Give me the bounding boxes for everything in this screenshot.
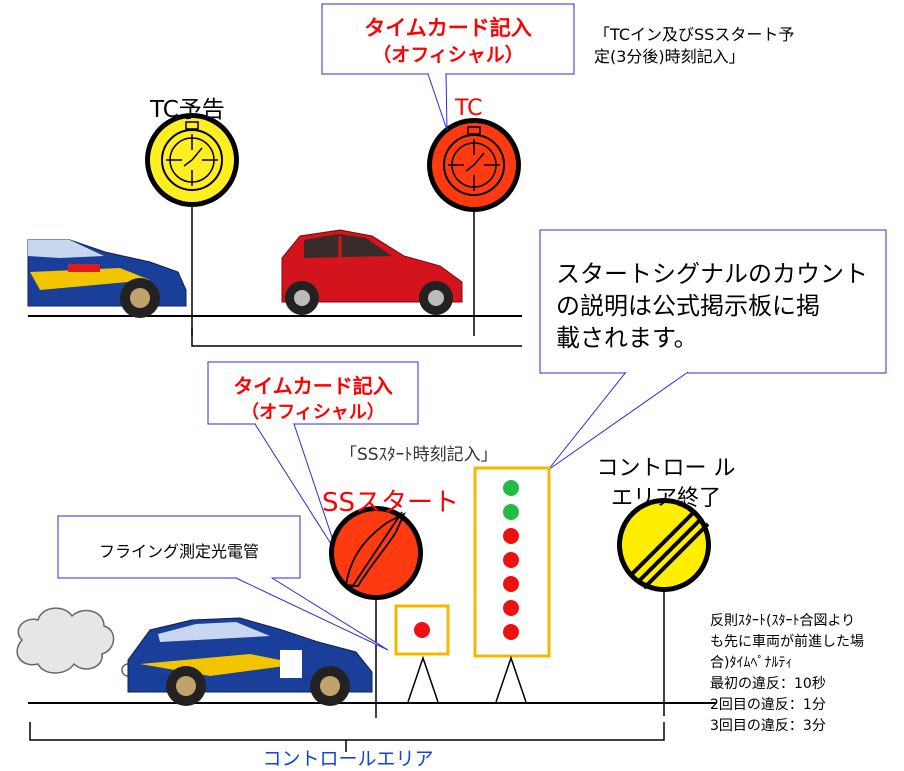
tc-label: TC bbox=[455, 96, 483, 121]
red-hatchback-car bbox=[281, 229, 463, 315]
rally-car-top-left bbox=[27, 239, 187, 318]
tc-notice-sign bbox=[145, 113, 239, 207]
penalty-line3: 合)ﾀｲﾑﾍﾟﾅﾙﾃｨ bbox=[710, 655, 793, 671]
ss-start-sign bbox=[329, 506, 423, 600]
penalty-note: 反則ｽﾀｰﾄ(ｽﾀｰﾄ合図より も先に車両が前進した場 合)ﾀｲﾑﾍﾟﾅﾙﾃｨ … bbox=[710, 611, 864, 737]
ss-start-label: SSスタート bbox=[322, 488, 460, 518]
photocell-stand bbox=[407, 655, 439, 703]
signal-callout-line3: 載されます。 bbox=[556, 324, 698, 352]
mid-callout-line2: （オフィシャル） bbox=[241, 402, 385, 423]
signal-callout-line1: スタートシグナルのカウント bbox=[556, 260, 868, 288]
signal-callout-line2: の説明は公式掲示板に掲 bbox=[556, 292, 820, 320]
top-note-line2: 定(3分後)時刻記入」 bbox=[594, 47, 745, 66]
mid-callout-line1: タイムカード記入 bbox=[233, 374, 393, 398]
penalty-line4: 最初の違反：10秒 bbox=[710, 676, 826, 692]
photocell-light bbox=[414, 622, 430, 638]
signal-explanation-callout bbox=[539, 229, 887, 374]
control-area-bracket-right bbox=[346, 722, 665, 741]
signal-light-red bbox=[503, 528, 519, 544]
control-area-bracket-left bbox=[29, 722, 347, 752]
top-note-line1: 「TCイン及びSSスタート予 bbox=[594, 25, 795, 44]
penalty-line5: 2回目の違反：1分 bbox=[710, 697, 826, 713]
flag-icon bbox=[344, 512, 406, 587]
tc-notice-label: TC予告 bbox=[150, 97, 225, 123]
control-end-label: コントロー ル エリア終了 bbox=[596, 454, 736, 514]
penalty-line6: 3回目の違反：3分 bbox=[710, 718, 826, 734]
control-end-line1: コントロー ル bbox=[596, 456, 736, 481]
signal-light-red bbox=[503, 576, 519, 592]
flying-callout-text: フライング測定光電管 bbox=[98, 542, 259, 561]
mid-timecard-callout bbox=[207, 361, 419, 425]
start-signal-lights bbox=[503, 480, 519, 640]
signal-callout-text: スタートシグナルのカウント の説明は公式掲示板に掲 載されます。 bbox=[556, 258, 868, 354]
top-callout-line2: （オフィシャル） bbox=[372, 44, 524, 66]
signal-light-red bbox=[503, 624, 519, 640]
ss-time-note: 「SSｽﾀｰﾄ時刻記入」 bbox=[340, 445, 498, 465]
signal-stand bbox=[495, 655, 527, 703]
rally-car-bottom bbox=[127, 617, 373, 706]
top-area-bracket bbox=[191, 328, 522, 347]
control-area-label: コントロールエリア bbox=[262, 748, 434, 770]
top-callout-line1: タイムカード記入 bbox=[364, 16, 532, 40]
flying-callout-pointer bbox=[235, 577, 389, 651]
top-note: 「TCイン及びSSスタート予 定(3分後)時刻記入」 bbox=[594, 24, 794, 68]
top-timecard-callout bbox=[321, 3, 575, 75]
penalty-line1: 反則ｽﾀｰﾄ(ｽﾀｰﾄ合図より bbox=[710, 613, 856, 629]
signal-light-green bbox=[503, 480, 519, 496]
signal-light-green bbox=[503, 504, 519, 520]
tc-sign bbox=[427, 118, 521, 212]
signal-light-red bbox=[503, 552, 519, 568]
signal-light-red bbox=[503, 600, 519, 616]
top-callout-pointer bbox=[427, 73, 448, 131]
control-end-line2: エリア終了 bbox=[610, 486, 721, 511]
penalty-line2: も先に車両が前進した場 bbox=[710, 634, 864, 650]
control-end-sign bbox=[617, 498, 711, 592]
flying-sensor-callout bbox=[57, 515, 301, 579]
